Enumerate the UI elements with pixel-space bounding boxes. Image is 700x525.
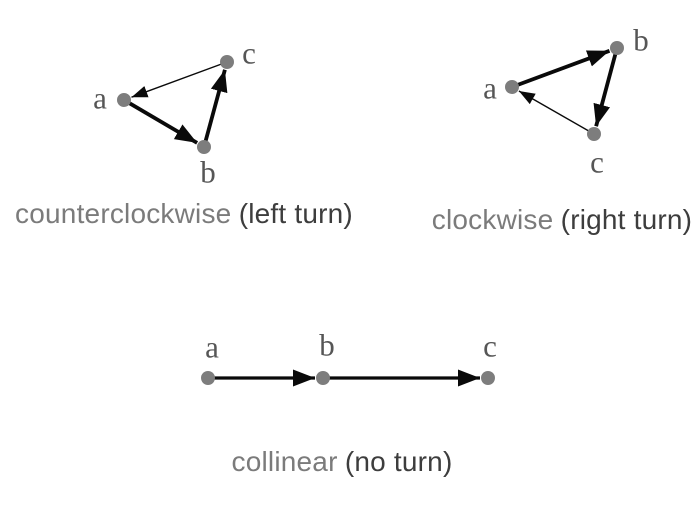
point-a-label: a xyxy=(205,330,219,365)
point-a-label: a xyxy=(483,71,497,106)
caption-counterclockwise: counterclockwise(left turn) xyxy=(15,198,353,230)
caption-collinear: collinear(no turn) xyxy=(232,446,453,478)
point-b-dot xyxy=(316,371,330,385)
figure-counterclockwise: a b c xyxy=(93,36,256,190)
point-b-dot xyxy=(197,140,211,154)
caption-counterclockwise-paren: (left turn) xyxy=(238,198,353,229)
caption-clockwise: clockwise(right turn) xyxy=(432,204,692,236)
point-c-dot xyxy=(587,127,601,141)
caption-clockwise-paren: (right turn) xyxy=(560,204,693,235)
point-a-dot xyxy=(117,93,131,107)
point-a-label: a xyxy=(93,81,107,116)
arrow-b-to-c xyxy=(202,69,228,148)
figure-collinear: a b c xyxy=(201,328,497,387)
point-b-dot xyxy=(610,41,624,55)
point-c-label: c xyxy=(483,329,497,364)
point-a-dot xyxy=(201,371,215,385)
caption-clockwise-main: clockwise xyxy=(431,204,554,235)
caption-collinear-paren: (no turn) xyxy=(344,446,453,477)
arrow-c-to-a xyxy=(131,61,228,98)
point-a-dot xyxy=(505,80,519,94)
point-b-label: b xyxy=(633,23,649,58)
point-c-label: c xyxy=(242,36,256,71)
point-b-label: b xyxy=(200,155,216,190)
point-c-dot xyxy=(481,371,495,385)
arrow-a-to-b xyxy=(511,49,611,89)
figure-clockwise: a b c xyxy=(483,23,649,180)
arrow-c-to-a xyxy=(518,90,595,135)
point-c-label: c xyxy=(590,145,604,180)
arrow-a-to-b xyxy=(123,98,199,145)
point-c-dot xyxy=(220,55,234,69)
caption-counterclockwise-main: counterclockwise xyxy=(15,198,232,229)
point-b-label: b xyxy=(319,328,335,363)
arrow-b-to-c xyxy=(593,47,619,127)
caption-collinear-main: collinear xyxy=(231,446,338,477)
